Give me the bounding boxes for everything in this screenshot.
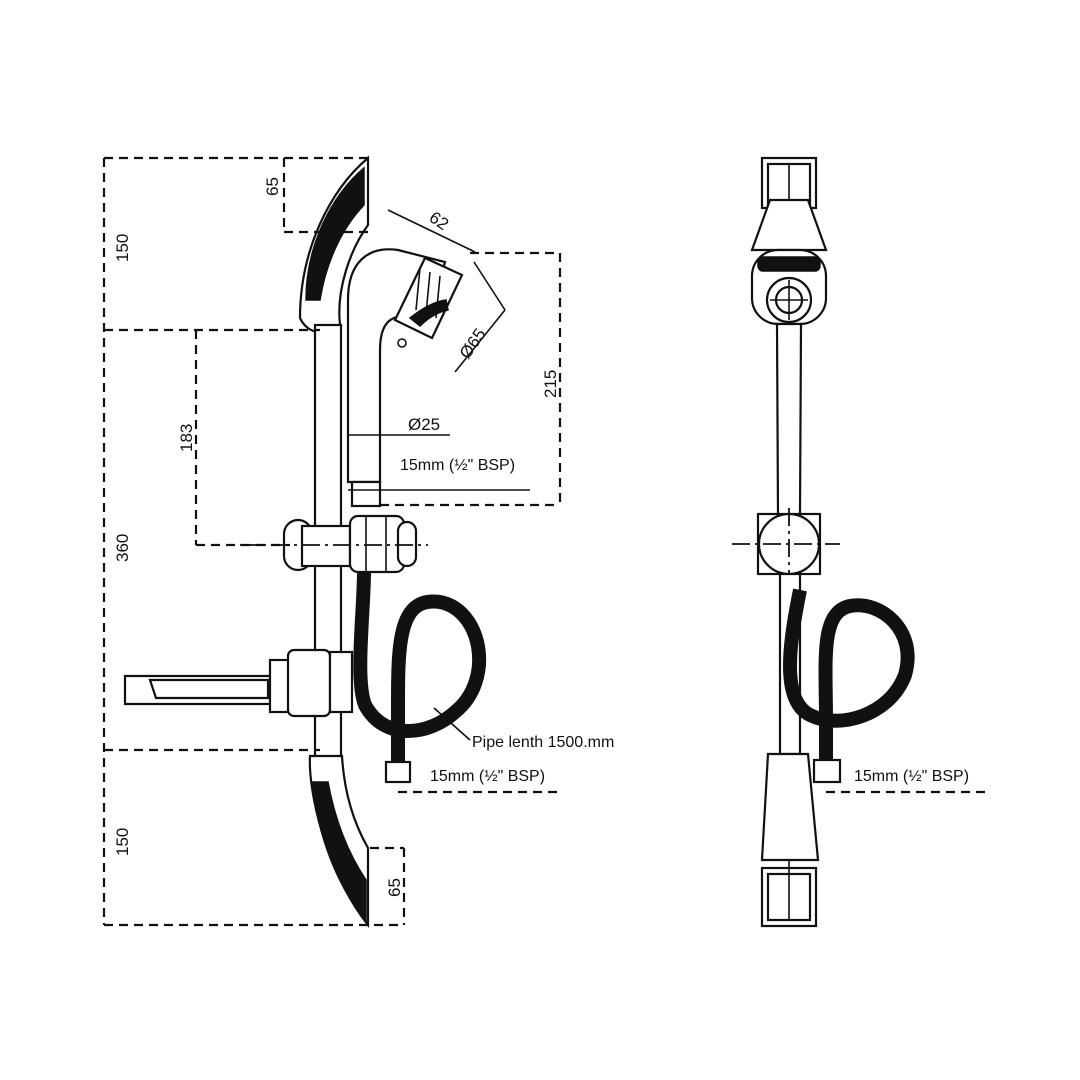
shower-hose: [353, 571, 486, 784]
dim-slide-183: 183: [177, 424, 196, 452]
dim-pipe-length: Pipe lenth 1500.mm: [472, 734, 614, 751]
dim-top-150: 150: [113, 234, 132, 262]
dimension-lines: [102, 156, 562, 927]
dim-bottom-150: 150: [113, 828, 132, 856]
dim-conn-bottom: 15mm (½" BSP): [430, 768, 545, 785]
dim-bottom-65: 65: [385, 878, 404, 897]
bottom-wall-bracket: [308, 754, 370, 929]
dim-top-65: 65: [263, 177, 282, 196]
dim-head-dia65: Ø65: [456, 325, 490, 362]
front-view: 150 65 62 Ø65 215 Ø25 15mm (½" BSP) 183 …: [102, 155, 614, 929]
dim-rail-360: 360: [113, 534, 132, 562]
slider-holder: [240, 514, 428, 574]
hand-shower: [346, 248, 464, 508]
soap-dish: [123, 648, 354, 718]
dim-dia25: Ø25: [408, 415, 440, 434]
dim-height-215: 215: [541, 370, 560, 398]
front-on-view: 15mm (½" BSP): [732, 156, 986, 928]
dim-conn-head: 15mm (½" BSP): [400, 457, 515, 474]
dim-conn-side: 15mm (½" BSP): [854, 768, 969, 785]
